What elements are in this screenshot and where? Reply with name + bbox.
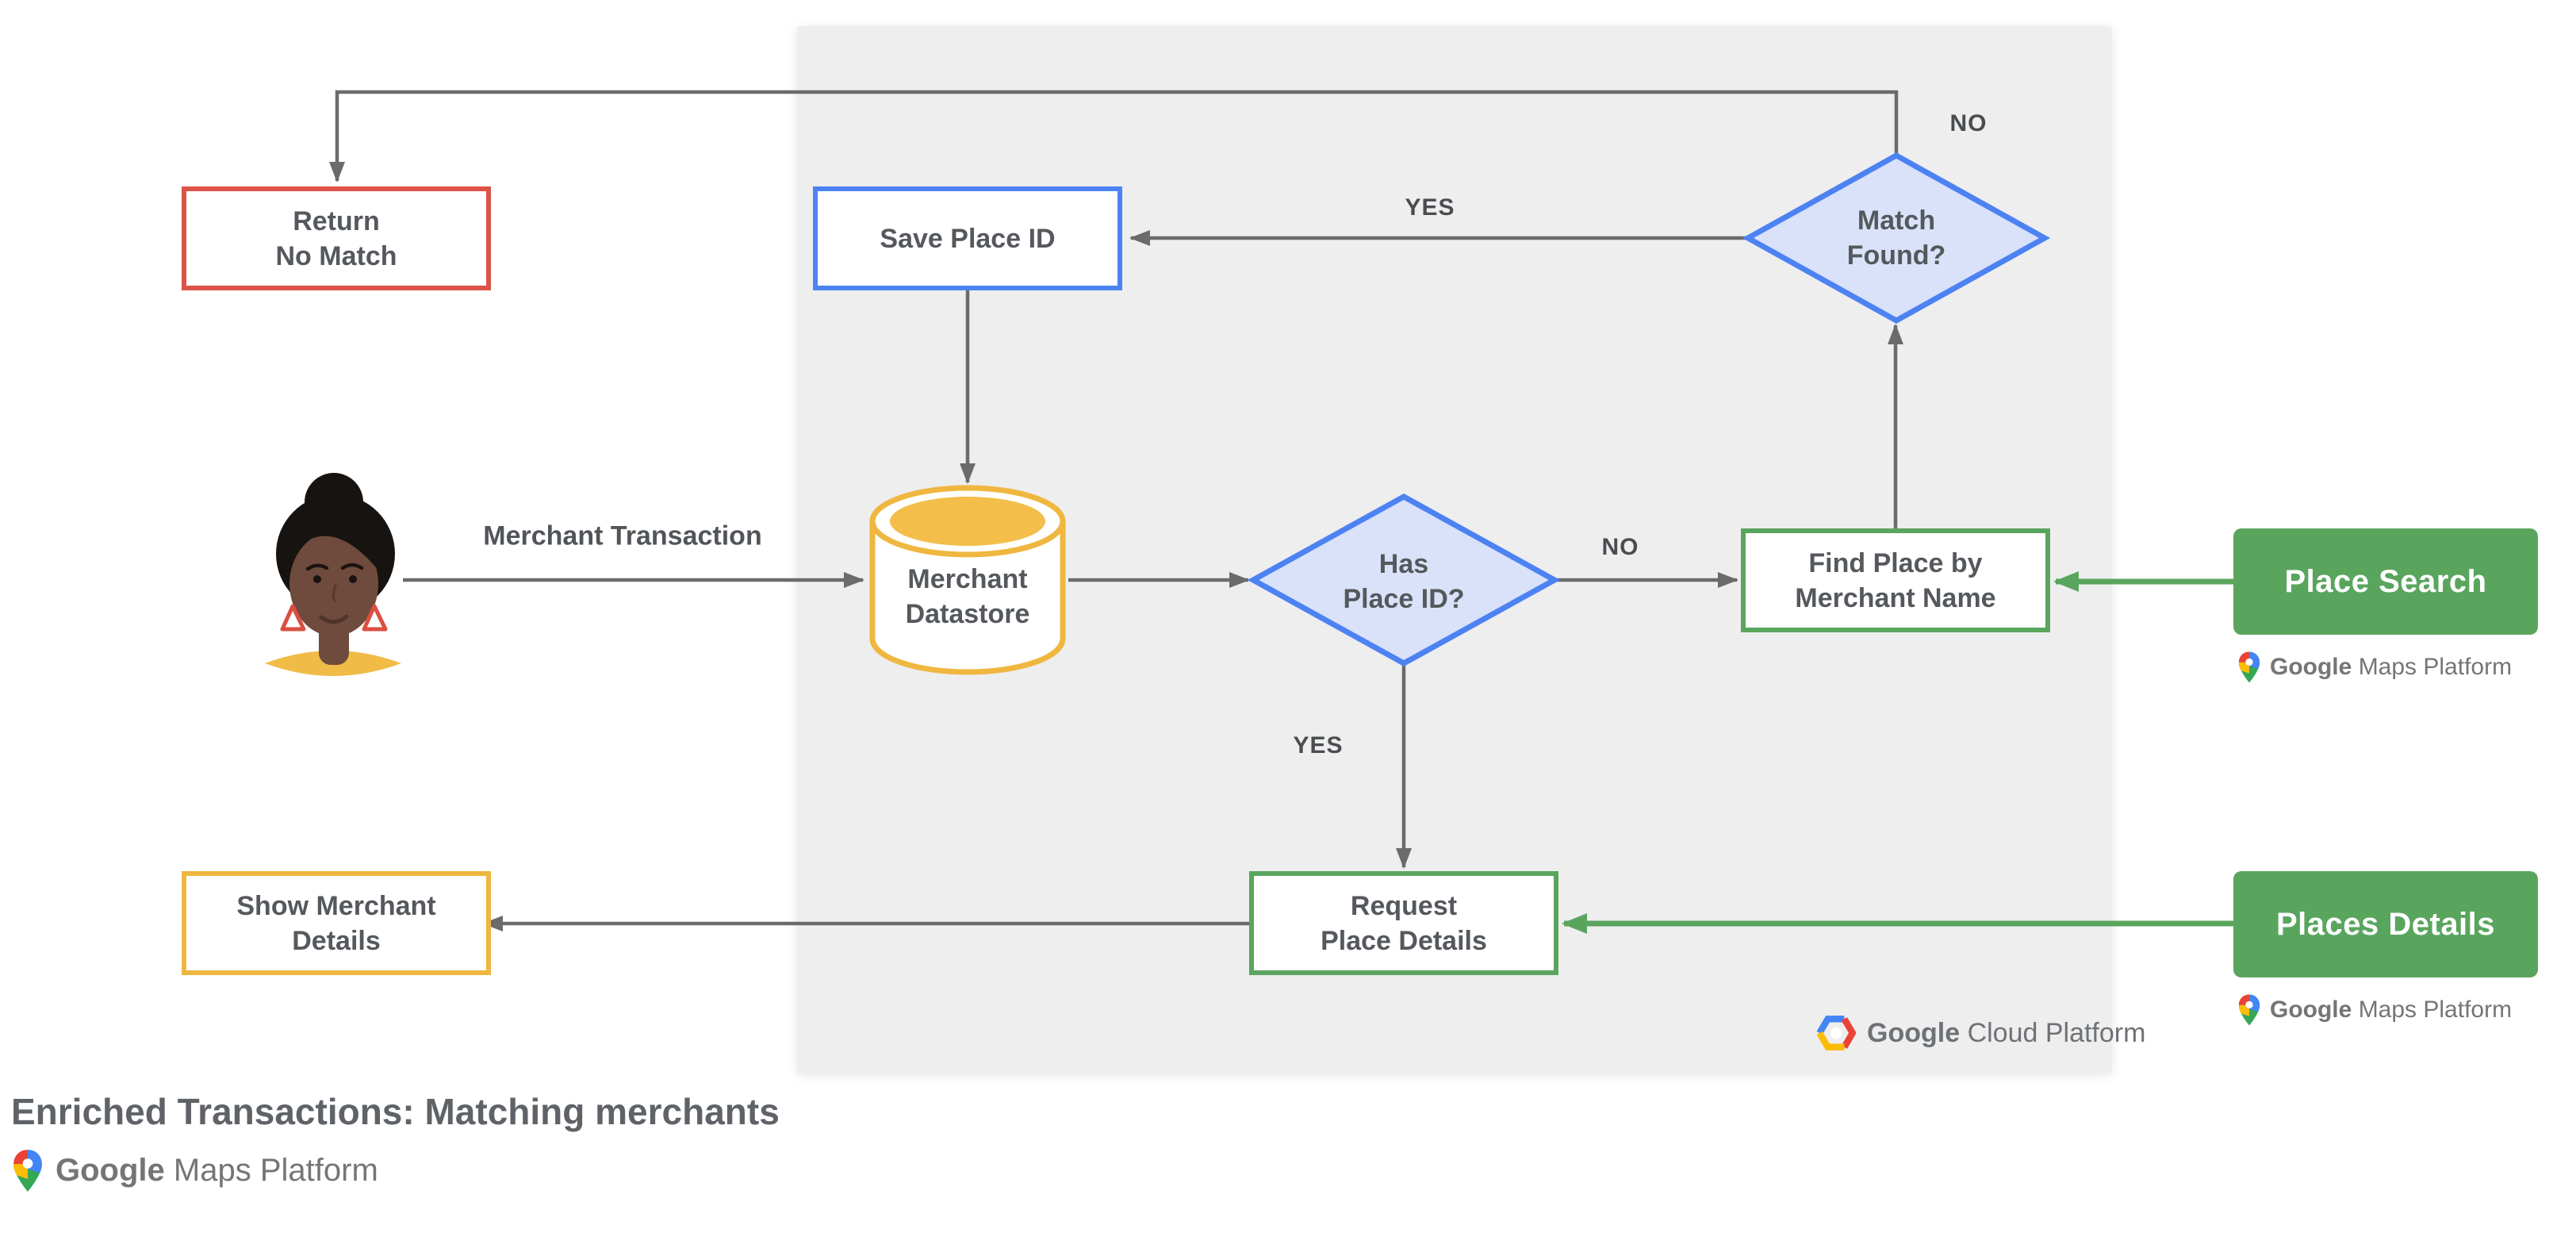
request-place-details-line2: Place Details bbox=[1321, 925, 1487, 956]
maps-pin-icon bbox=[2238, 994, 2260, 1026]
maps-pin-icon bbox=[13, 1150, 42, 1192]
save-place-id-box: Save Place ID bbox=[813, 186, 1122, 290]
merchant-transaction-label: Merchant Transaction bbox=[483, 520, 762, 551]
merchant-datastore-label: Merchant Datastore bbox=[905, 564, 1030, 629]
maps-platform-logo-top: Google Maps Platform bbox=[2238, 651, 2512, 684]
return-no-match-box: Return No Match bbox=[182, 186, 491, 290]
match-found-label: Match Found? bbox=[1846, 205, 1946, 271]
cloud-platform-logo: Google Cloud Platform bbox=[1816, 1016, 2145, 1050]
maps-pin-icon bbox=[2238, 651, 2260, 683]
edge-label-no-find: NO bbox=[1601, 534, 1639, 560]
request-place-details-box: Request Place Details bbox=[1249, 871, 1558, 975]
find-place-line2: Merchant Name bbox=[1795, 582, 1996, 613]
consumer-avatar bbox=[260, 465, 406, 687]
maps-platform-logo-footer: Google Maps Platform bbox=[13, 1149, 378, 1192]
places-details-button: Places Details bbox=[2233, 871, 2538, 977]
edge-label-no-top: NO bbox=[1949, 110, 1988, 136]
diagram-title: Enriched Transactions: Matching merchant… bbox=[11, 1091, 780, 1132]
find-place-by-merchant-name-box: Find Place by Merchant Name bbox=[1741, 528, 2050, 632]
return-no-match-line2: No Match bbox=[275, 240, 397, 271]
place-search-button: Place Search bbox=[2233, 528, 2538, 635]
return-no-match-line1: Return bbox=[293, 205, 380, 236]
has-place-id-label: Has Place ID? bbox=[1343, 549, 1465, 614]
show-merchant-details-line1: Show Merchant bbox=[236, 890, 436, 921]
show-merchant-details-line2: Details bbox=[292, 925, 381, 956]
cloud-hexagon-icon bbox=[1816, 1016, 1856, 1050]
show-merchant-details-box: Show Merchant Details bbox=[182, 871, 491, 975]
person-icon bbox=[265, 473, 401, 676]
edge-label-yes-save: YES bbox=[1405, 194, 1455, 221]
find-place-line1: Find Place by bbox=[1808, 547, 1983, 578]
edge-label-yes-request: YES bbox=[1293, 732, 1344, 758]
request-place-details-line1: Request bbox=[1350, 890, 1458, 921]
maps-platform-logo-bottom-right: Google Maps Platform bbox=[2238, 993, 2512, 1027]
save-place-id-label: Save Place ID bbox=[880, 223, 1056, 254]
